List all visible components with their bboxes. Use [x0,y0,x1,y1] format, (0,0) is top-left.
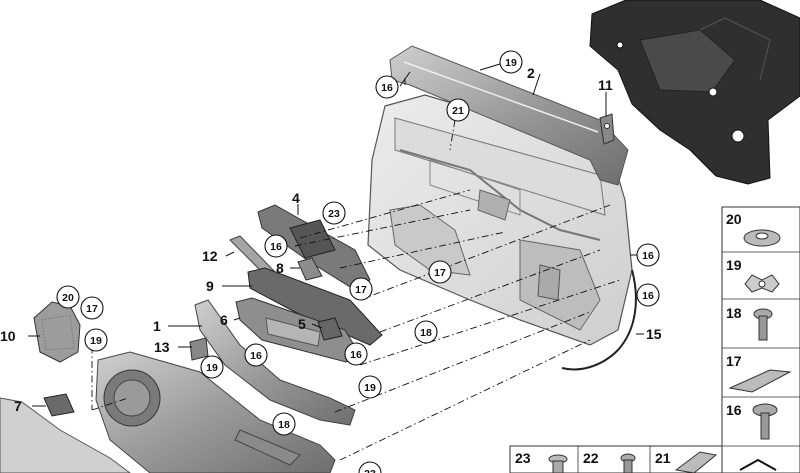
circle-callout-17: 17 [428,260,452,284]
mounting-bracket [189,337,209,361]
svg-text:16: 16 [642,250,654,262]
legend-item-23: 23 [515,450,568,473]
callout-9: 9 [206,278,214,294]
circle-callout-16: 16 [375,75,399,99]
handle-bracket [599,113,615,145]
svg-text:23: 23 [364,468,376,473]
svg-text:19: 19 [90,335,102,347]
svg-text:16: 16 [381,82,393,94]
circle-callout-16: 16 [636,243,660,267]
svg-text:21: 21 [452,105,464,117]
callout-8: 8 [276,260,284,276]
svg-text:17: 17 [434,267,446,279]
callout-15: 15 [646,326,662,342]
svg-text:16: 16 [726,402,742,418]
svg-text:20: 20 [726,211,742,227]
svg-text:20: 20 [62,292,74,304]
circle-callout-21: 21 [446,98,470,122]
fastener-legend-bottom: 23 22 21 [509,445,723,473]
circle-callout-17: 17 [349,277,373,301]
legend-item-21: 21 [655,450,718,473]
sound-insulation-panel [589,0,800,185]
legend-item-16: 16 [726,402,778,440]
legend-item-19: 19 [726,257,780,293]
svg-text:19: 19 [505,57,517,69]
legend-item-22: 22 [583,450,636,473]
circle-callout-23: 23 [358,461,382,473]
circle-callout-16: 16 [244,343,268,367]
circle-callout-19: 19 [499,50,523,74]
circle-callout-19: 19 [358,375,382,399]
speaker-grille [33,301,81,363]
svg-text:17: 17 [86,303,98,315]
circled-callouts: 16 19 21 23 16 17 16 16 17 18 16 16 20 1… [56,50,660,473]
upper-trim-cover [389,45,629,186]
lower-door-panel-partial [0,397,131,473]
svg-text:18: 18 [278,419,290,431]
svg-text:16: 16 [350,349,362,361]
callout-2: 2 [527,65,535,81]
direction-marker [739,458,777,471]
switch-cover [297,257,323,281]
armrest [194,299,356,426]
svg-text:21: 21 [655,450,671,466]
callout-10: 10 [0,328,16,344]
callout-4: 4 [292,190,300,206]
retainer-clip [43,393,75,417]
circle-callout-23: 23 [322,201,346,225]
edge-seal [561,269,637,371]
circle-callout-18: 18 [414,320,438,344]
armrest-panel [247,267,383,346]
svg-text:19: 19 [206,362,218,374]
svg-text:18: 18 [420,327,432,339]
window-switch-cover [317,317,343,341]
svg-text:22: 22 [583,450,599,466]
svg-text:17: 17 [726,353,742,369]
legend-item-18: 18 [726,305,773,341]
part-callouts: 1 2 4 5 6 7 8 9 10 11 12 13 15 [0,65,662,414]
callout-7: 7 [14,398,22,414]
circle-callout-17: 17 [80,296,104,320]
fastener-legend: 20 19 18 17 16 [721,206,800,473]
grab-handle-support [257,204,371,291]
circle-callout-18: 18 [272,412,296,436]
circle-callout-16: 16 [636,283,660,307]
circle-callout-16: 16 [264,234,288,258]
circle-callout-20: 20 [56,285,80,309]
callout-1: 1 [153,318,161,334]
circle-callout-19: 19 [200,355,224,379]
callout-12: 12 [202,248,218,264]
callout-leaders [28,63,645,407]
callout-13: 13 [154,339,170,355]
svg-text:18: 18 [726,305,742,321]
callout-11: 11 [598,77,613,93]
svg-text:16: 16 [250,350,262,362]
svg-text:19: 19 [364,382,376,394]
door-trim-carrier [367,94,633,346]
svg-text:16: 16 [270,241,282,253]
svg-text:19: 19 [726,257,742,273]
circle-callout-19: 19 [84,328,108,352]
svg-text:16: 16 [642,290,654,302]
circle-callout-16: 16 [344,342,368,366]
callout-5: 5 [298,316,306,332]
callout-6: 6 [220,312,228,328]
lower-trim-panel [95,351,336,473]
svg-text:23: 23 [328,208,340,220]
legend-item-20: 20 [726,211,781,247]
svg-text:17: 17 [355,284,367,296]
svg-text:23: 23 [515,450,531,466]
legend-item-17: 17 [726,353,792,393]
